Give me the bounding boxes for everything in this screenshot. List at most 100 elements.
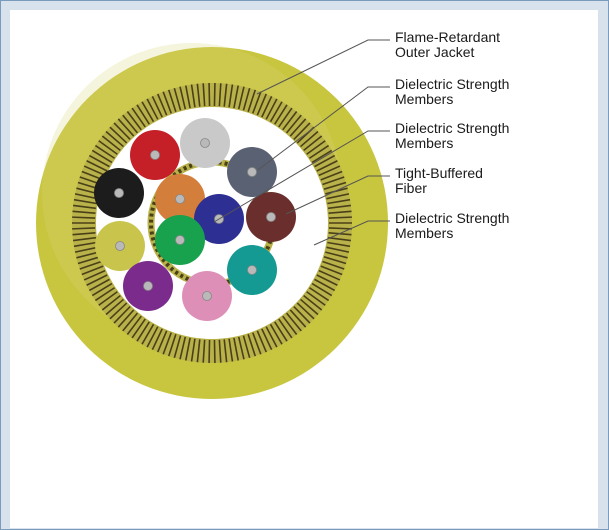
strength-stripe [73, 236, 97, 242]
strength-stripe [265, 98, 278, 120]
callout-label-flame-retardant-outer-jacket: Flame-Retardant Outer Jacket [395, 29, 501, 60]
strength-stripe [72, 227, 96, 230]
strength-stripe [261, 95, 273, 118]
strength-stripe [162, 91, 172, 114]
strength-stripe [326, 193, 350, 200]
strength-stripe [318, 269, 341, 281]
strength-stripe [141, 101, 155, 123]
strength-stripe [311, 149, 333, 164]
strength-stripe [296, 302, 315, 320]
strength-stripe [98, 291, 118, 306]
strength-stripe [151, 328, 163, 351]
fiber-core-brown [266, 212, 276, 222]
strength-stripe [173, 335, 182, 359]
strength-stripe [72, 210, 96, 215]
strength-stripe [242, 87, 251, 111]
callout-leader-dielectric-strength-members-3 [313, 220, 390, 246]
strength-stripe [184, 85, 191, 109]
strength-stripe [218, 339, 222, 363]
strength-stripe [126, 315, 142, 335]
strength-stripe [162, 332, 172, 355]
strength-stripe [83, 269, 106, 281]
strength-stripe [300, 298, 319, 316]
strength-stripe [274, 321, 288, 342]
strength-stripe [316, 160, 338, 172]
callout-label-dielectric-strength-members-1: Dielectric Strength Members [395, 76, 510, 107]
strength-stripe [167, 89, 177, 112]
strength-stripe [101, 135, 121, 151]
strength-stripe [320, 265, 343, 276]
strength-stripe [314, 154, 336, 168]
strength-stripe [278, 107, 293, 128]
strength-stripe [146, 326, 159, 348]
fiber-core-black [114, 188, 124, 198]
strength-stripe [289, 309, 307, 328]
callout-label-tight-buffered-fiber: Tight-Buffered Fiber [395, 165, 483, 196]
strength-stripe [278, 318, 293, 339]
strength-stripe [77, 256, 101, 265]
strength-stripe [179, 86, 187, 110]
strength-stripe [269, 101, 283, 123]
strength-stripe [190, 84, 196, 108]
fiber-core-orange [175, 194, 185, 204]
strength-stripe [265, 326, 278, 348]
strength-stripe [327, 241, 351, 248]
strength-stripe [122, 114, 139, 134]
strength-stripe [157, 330, 168, 353]
strength-stripe [136, 104, 150, 125]
strength-stripe [323, 256, 347, 265]
strength-stripe [252, 332, 262, 355]
strength-stripe [303, 135, 323, 151]
strength-stripe [94, 144, 115, 159]
strength-stripe [74, 246, 98, 253]
strength-stripe [202, 339, 206, 363]
strength-stripe [83, 165, 106, 177]
strength-stripe [86, 160, 108, 172]
strength-stripe [141, 323, 155, 345]
strength-stripe [73, 241, 97, 248]
strength-stripe [72, 216, 96, 219]
fiber-core-green [175, 235, 185, 245]
strength-stripe [325, 251, 348, 259]
callout-leader-dielectric-strength-members-1 [257, 86, 390, 171]
strength-stripe [306, 291, 326, 306]
strength-stripe [105, 130, 124, 148]
strength-stripe [237, 336, 245, 360]
strength-stripe [91, 282, 113, 297]
strength-stripe [293, 122, 311, 140]
strength-stripe [228, 84, 234, 108]
strength-stripe [328, 227, 352, 230]
fiber-core-aqua [247, 265, 257, 275]
strength-stripe [79, 260, 102, 270]
strength-stripe [98, 140, 118, 155]
strength-stripe [233, 337, 240, 361]
strength-stripe [179, 336, 187, 360]
strength-stripe [242, 335, 251, 359]
strength-stripe [113, 306, 131, 324]
strength-stripe [318, 165, 341, 177]
strength-stripe [190, 338, 196, 362]
strength-stripe [151, 95, 163, 118]
strength-stripe [73, 198, 97, 205]
strength-stripe [113, 122, 131, 140]
strength-stripe [314, 278, 336, 292]
strength-stripe [173, 87, 182, 111]
strength-stripe [247, 89, 257, 112]
strength-stripe [247, 334, 257, 357]
strength-stripe [322, 176, 345, 186]
strength-stripe [109, 302, 128, 320]
strength-stripe [196, 83, 201, 107]
fiber-core-red [150, 150, 160, 160]
strength-stripe [74, 193, 98, 200]
strength-stripe [196, 339, 201, 363]
strength-stripe [146, 98, 159, 120]
strength-stripe [274, 104, 288, 125]
strength-stripe [289, 118, 307, 137]
strength-stripe [72, 231, 96, 236]
strength-stripe [327, 198, 351, 205]
strength-stripe [131, 318, 146, 339]
outer-strength-stripes [72, 83, 352, 363]
strength-stripe [88, 278, 110, 292]
fiber-core-white [200, 138, 210, 148]
